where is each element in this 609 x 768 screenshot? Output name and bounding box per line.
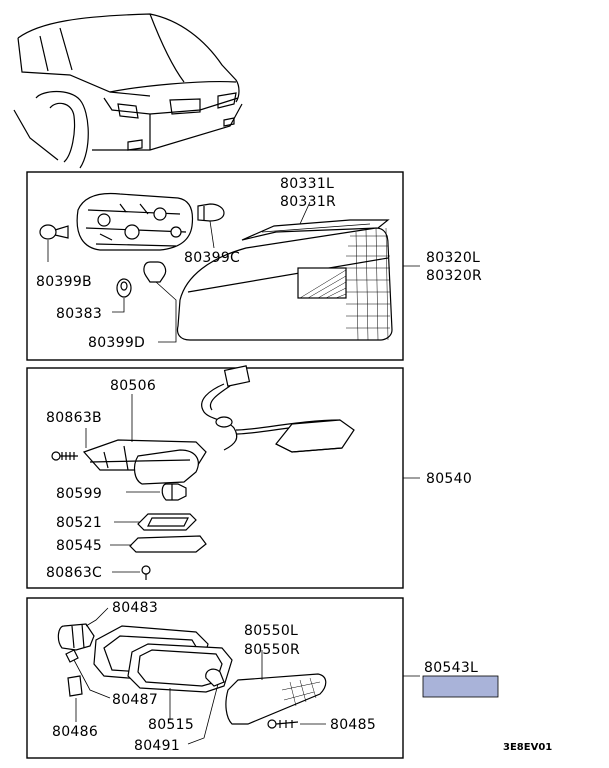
diagram-code: 3E8EV01 [503, 742, 552, 753]
part-label-80543l[interactable]: 80543L [424, 660, 478, 676]
part-label-80863b[interactable]: 80863B [46, 410, 102, 426]
part-label-80331r[interactable]: 80331R [280, 194, 336, 210]
part-label-80491[interactable]: 80491 [134, 738, 180, 754]
bulb-80399c-icon [197, 203, 225, 222]
bulb-80599-icon [161, 483, 187, 501]
leader-80331 [299, 201, 311, 225]
lens-80545-icon [129, 535, 207, 553]
part-highlight-box[interactable] [422, 675, 499, 698]
group-box-license-lamp [26, 367, 404, 589]
part-label-80485[interactable]: 80485 [330, 717, 376, 733]
part-label-80545[interactable]: 80545 [56, 538, 102, 554]
leader-80491 [187, 683, 219, 745]
screw-80863c-icon [141, 565, 151, 580]
part-label-80331l[interactable]: 80331L [280, 176, 334, 192]
screw-80863b-icon [51, 451, 78, 461]
part-label-80383[interactable]: 80383 [56, 306, 102, 322]
license-lamp-bracket-80506-icon [82, 439, 207, 485]
group-box-side-marker [26, 597, 404, 759]
part-label-80550r[interactable]: 80550R [244, 642, 300, 658]
part-label-80540[interactable]: 80540 [426, 471, 472, 487]
leader-80487 [73, 659, 111, 699]
part-label-80486[interactable]: 80486 [52, 724, 98, 740]
bulb-80399b-icon [39, 224, 69, 240]
part-label-80399b[interactable]: 80399B [36, 274, 92, 290]
part-label-80515[interactable]: 80515 [148, 717, 194, 733]
part-label-80863c[interactable]: 80863C [46, 565, 102, 581]
leader-80483 [85, 607, 109, 627]
part-label-80550l[interactable]: 80550L [244, 623, 298, 639]
leader-80399c [209, 220, 215, 249]
part-label-80487[interactable]: 80487 [112, 692, 158, 708]
part-label-80506[interactable]: 80506 [110, 378, 156, 394]
part-label-80320l[interactable]: 80320L [426, 250, 480, 266]
part-label-80399d[interactable]: 80399D [88, 335, 145, 351]
part-label-80599[interactable]: 80599 [56, 486, 102, 502]
car-rear-illustration [13, 13, 243, 169]
side-marker-lens-80550-icon [225, 673, 327, 725]
grommet-80383-icon [116, 278, 132, 298]
clip-80486-icon [67, 675, 83, 697]
leader-80399d [155, 281, 177, 343]
part-label-80521[interactable]: 80521 [56, 515, 102, 531]
gasket-80521-icon [137, 513, 197, 531]
socket-80483-icon [57, 623, 95, 651]
clip-80487-icon [65, 649, 79, 663]
part-label-80483[interactable]: 80483 [112, 600, 158, 616]
tail-lamp-lens-80320-icon [176, 227, 393, 341]
part-label-80399c[interactable]: 80399C [184, 250, 240, 266]
leader-80383 [112, 298, 125, 313]
part-label-80320r[interactable]: 80320R [426, 268, 482, 284]
tail-lamp-socket-assembly [76, 192, 194, 251]
bulb-80491-icon [205, 668, 225, 687]
bulb-80399d-icon [143, 261, 167, 283]
screw-80485-icon [267, 719, 299, 729]
license-lamp-harness-icon [201, 365, 355, 453]
lens-strip-80331-icon [241, 219, 390, 241]
